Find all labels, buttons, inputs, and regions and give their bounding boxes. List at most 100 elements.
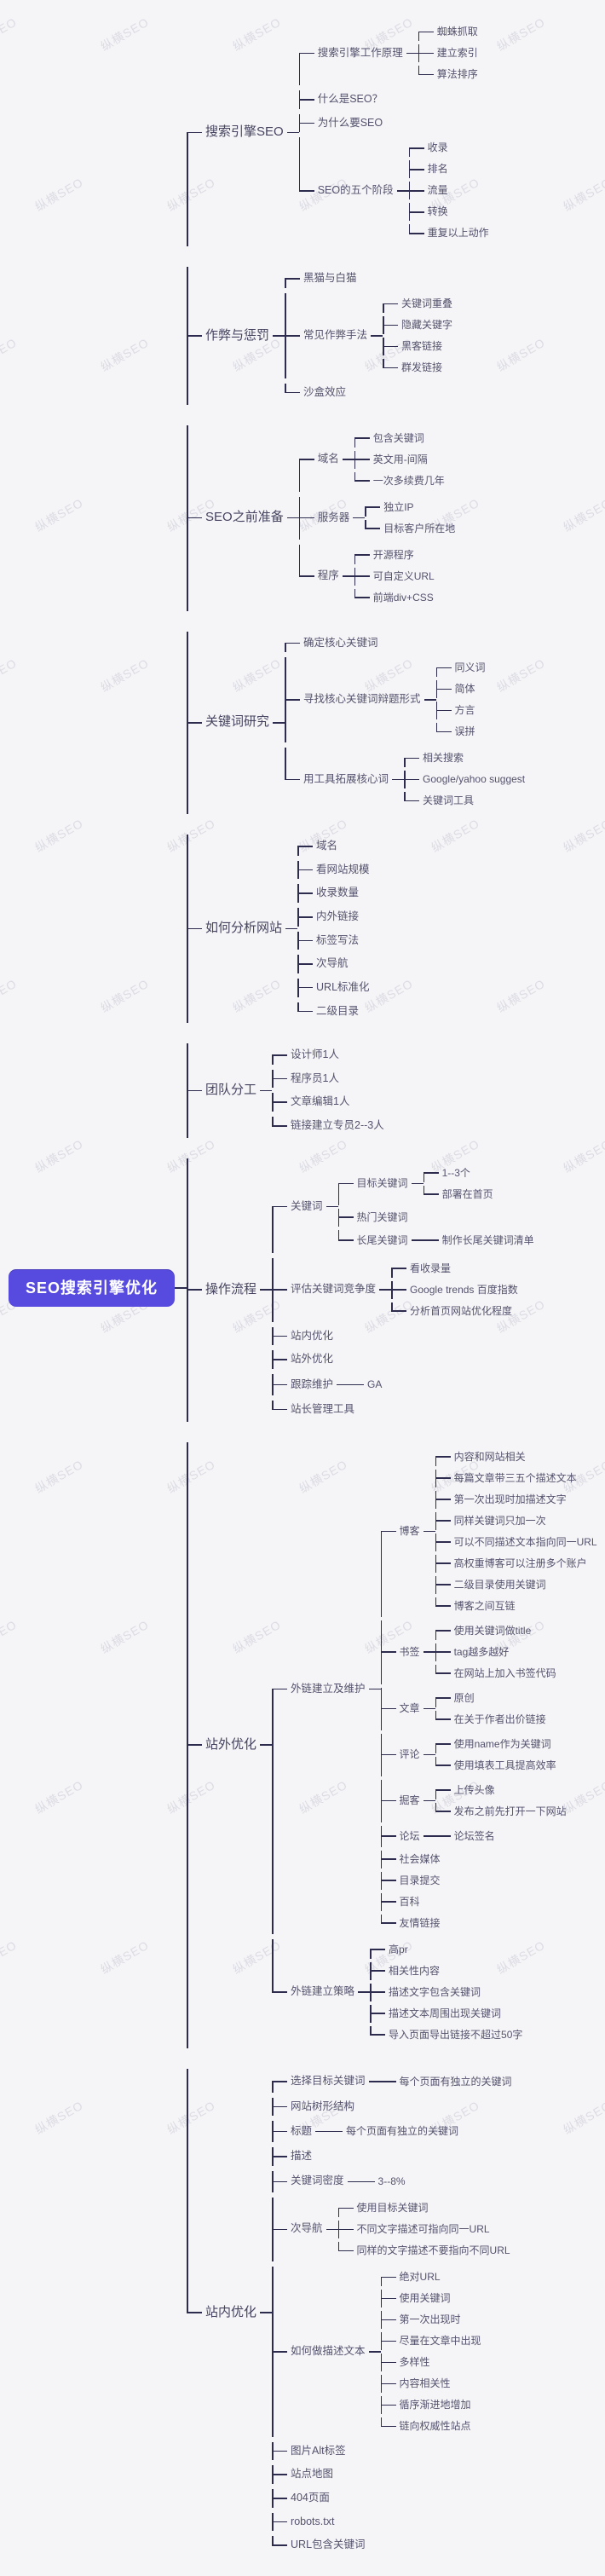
connector-line (285, 927, 298, 930)
mindmap-branch: 社会媒体 (380, 1850, 601, 1868)
node-label: 内容和网站相关 (453, 1450, 526, 1463)
mindmap-node: 二级目录使用关键词 (451, 1576, 550, 1594)
node-label: 使用目标关键词 (356, 2201, 429, 2214)
mindmap-branch: 看收录量 (391, 1260, 521, 1278)
mindmap-branch: 什么是SEO？ (298, 90, 493, 109)
node-label: URL标准化 (316, 980, 370, 993)
node-label: 流量 (427, 184, 448, 197)
mindmap-node: 隐藏关键字 (398, 316, 456, 334)
node-label: tag越多越好 (453, 1645, 510, 1658)
mindmap-branch: 高pr (370, 1941, 526, 1959)
mindmap-branch: 掘客上传头像发布之前先打开一下网站 (380, 1779, 601, 1822)
mindmap-node: 论坛论坛签名 (396, 1826, 498, 1847)
mindmap-branch: Google trends 百度指数 (391, 1280, 521, 1299)
mindmap-node: URL标准化 (313, 979, 373, 997)
node-label: 站外优化 (205, 1736, 257, 1752)
mindmap-node: 蜘蛛抓取 (434, 23, 481, 41)
mindmap-branch: 流量 (408, 182, 493, 200)
node-label: 网站树形结构 (291, 2099, 355, 2112)
mindmap-node: 同义词 (452, 659, 489, 677)
node-label: 收录 (427, 142, 448, 154)
node-label: 隐藏关键字 (401, 318, 453, 331)
node-label: 站长管理工具 (291, 1402, 355, 1415)
mindmap-node: 关键词研究确定核心关键词寻找核心关键词辩题形式同义词简体方言误拼用工具拓展核心词… (202, 632, 528, 815)
node-label: 搜索引擎工作原理 (317, 46, 403, 59)
node-label: 图片Alt标签 (291, 2444, 346, 2457)
node-label: 建立索引 (436, 47, 478, 59)
node-label: 描述 (291, 2150, 313, 2163)
node-label: 可以不同描述文本指向同一URL (453, 1535, 597, 1548)
node-label: 算法排序 (436, 68, 478, 80)
mindmap-node: 使用关键词 (396, 2290, 454, 2307)
mindmap-node: 文章原创在关于作者出价链接 (396, 1688, 550, 1730)
mindmap-node: 简体 (452, 680, 479, 698)
node-label: 跟踪维护 (291, 1378, 334, 1390)
mindmap-branch: 独立IP (365, 499, 458, 517)
node-label: 包含关键词 (372, 431, 424, 444)
mindmap-branch: 关键词重叠 (383, 295, 456, 313)
connector-line (423, 1835, 435, 1837)
mindmap-branch: 每个页面有独立的关键词 (327, 2123, 462, 2140)
node-label: 博客之间互链 (453, 1599, 516, 1612)
mindmap-branch: 描述文字包含关键词 (370, 1983, 526, 2001)
mindmap-node: 掘客上传头像发布之前先打开一下网站 (396, 1780, 570, 1822)
node-label: 目标客户所在地 (383, 522, 456, 534)
node-label: 收录数量 (316, 887, 360, 899)
mindmap-node: 看收录量 (406, 1260, 454, 1278)
mindmap-node: 使用填表工具提高效率 (451, 1757, 560, 1775)
mindmap-node: 社会媒体 (396, 1851, 444, 1868)
node-label: 英文用-间隔 (372, 453, 428, 465)
connector-line (423, 1651, 435, 1653)
mindmap-branch: 百科 (380, 1892, 601, 1911)
node-label: 高pr (389, 1943, 408, 1955)
mindmap-node: 相关性内容 (385, 1962, 443, 1980)
mindmap-branch: 设计师1人 (272, 1046, 388, 1065)
node-label: 外链建立及维护 (291, 1682, 366, 1695)
mindmap-branch: 在关于作者出价链接 (435, 1710, 550, 1729)
node-label: 每个页面有独立的关键词 (346, 2125, 459, 2138)
mindmap-branch: 原创 (435, 1689, 550, 1707)
node-label: 搜索引擎SEO (205, 124, 284, 140)
mindmap-node: 使用name作为关键词 (451, 1736, 555, 1753)
mindmap-branch: 收录 (408, 139, 493, 158)
connector-line (406, 52, 418, 55)
mindmap-node: 制作长尾关键词清单 (439, 1232, 538, 1250)
connector-line (411, 1239, 424, 1241)
mindmap-node: 热门关键词 (354, 1209, 412, 1227)
mindmap-branch: 使用name作为关键词 (435, 1736, 560, 1753)
connector-line (326, 1205, 338, 1208)
mindmap-node: 评论使用name作为关键词使用填表工具提高效率 (396, 1734, 560, 1776)
children-group: 论坛签名 (435, 1826, 498, 1847)
node-label: 标签写法 (316, 933, 360, 946)
node-label: 书签 (399, 1645, 420, 1658)
mindmap-node: 目标客户所在地 (380, 520, 458, 538)
mindmap-branch: 图片Alt标签 (272, 2441, 516, 2461)
mindmap-branch: 同样的文字描述不要指向不同URL (337, 2241, 514, 2260)
mindmap-node: Google trends 百度指数 (406, 1281, 521, 1299)
node-label: 排名 (427, 163, 448, 176)
children-group: 3--8% (359, 2171, 409, 2192)
node-label: 同义词 (454, 661, 486, 674)
children-group: 独立IP 目标客户所在地 (365, 497, 458, 540)
mindmap-node: 内容和网站相关 (451, 1448, 529, 1466)
mindmap-branch: 高权重博客可以注册多个账户 (435, 1554, 601, 1573)
node-label: 3--8% (377, 2175, 406, 2187)
node-label: 误拼 (454, 725, 475, 738)
node-label: 每个页面有独立的关键词 (399, 2075, 512, 2088)
node-label: 博客 (399, 1525, 420, 1537)
